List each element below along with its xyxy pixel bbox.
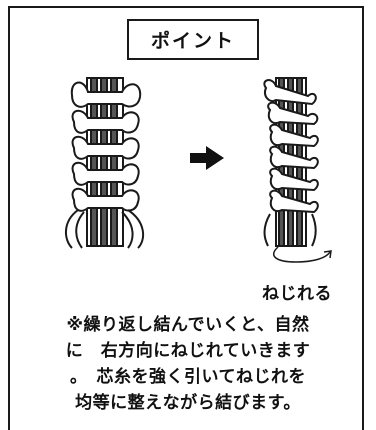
twist-label: ねじれる (262, 284, 332, 304)
point-title: ポイント (150, 30, 235, 52)
caption-line: 均等に整えながら結びます。 (75, 393, 301, 413)
caption-text: ※繰り返し結んでいくと、自然 に 右方向にねじれていきます 。 芯糸を強く引いて… (0, 312, 376, 416)
right-arrow-icon (190, 146, 224, 170)
caption-line: 。 芯糸を強く引いてねじれを (70, 367, 306, 387)
square-knot-twisted-illustration (263, 77, 319, 247)
caption-line: に 右方向にねじれていきます (65, 341, 311, 361)
point-title-box: ポイント (127, 19, 259, 60)
point-panel-frame (8, 6, 364, 430)
caption-line: ※繰り返し結んでいくと、自然 (66, 315, 310, 335)
square-knot-straight-illustration (65, 77, 145, 249)
illustration-area (65, 77, 332, 263)
curved-arrow-icon (273, 246, 332, 263)
